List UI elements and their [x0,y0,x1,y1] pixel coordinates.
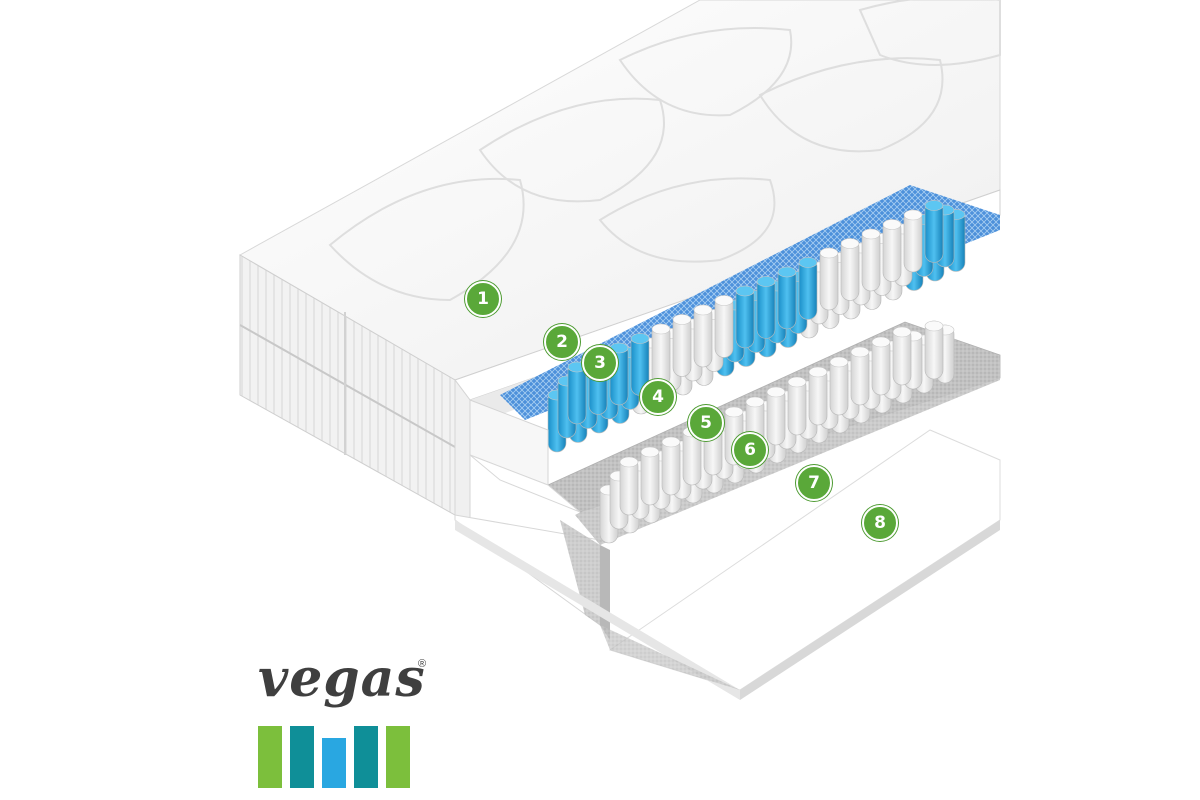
spring-coil [619,456,639,516]
spring-coil [640,446,660,506]
marker-8: 8 [862,505,898,541]
spring-coil [840,238,860,301]
logo-bar [258,726,282,788]
spring-coil [861,228,881,292]
spring-coil [756,276,776,339]
spring-coil [661,436,681,496]
trademark-symbol: ® [418,658,427,670]
marker-2: 2 [544,324,580,360]
logo-bar [386,726,410,788]
logo-bar [290,726,314,788]
brand-name: vegas [258,648,426,709]
spring-coil [819,247,839,311]
marker-5: 5 [688,405,724,441]
spring-coil [714,295,734,358]
marker-6: 6 [732,432,768,468]
spring-coil [903,209,923,273]
spring-coil [871,336,891,396]
spring-coil [882,219,902,282]
spring-coil [672,314,692,377]
spring-coil [777,266,797,330]
spring-coil [924,200,944,263]
spring-coil [829,356,849,416]
marker-4: 4 [640,379,676,415]
spring-coil [850,346,870,406]
spring-coil [787,376,807,436]
spring-coil [567,361,587,425]
spring-coil [798,257,818,320]
marker-7: 7 [796,465,832,501]
logo-bar [354,726,378,788]
spring-coil [693,304,713,368]
spring-coil [924,320,944,380]
vegas-logo: vegas ® [248,648,428,788]
spring-coil [766,386,786,446]
marker-1: 1 [465,281,501,317]
quilt-stitching [328,0,1001,302]
spring-coil [651,323,671,387]
logo-bar [322,738,346,788]
spring-coil [808,366,828,426]
marker-3: 3 [582,345,618,381]
spring-coil [735,285,755,349]
spring-coil [892,326,912,386]
